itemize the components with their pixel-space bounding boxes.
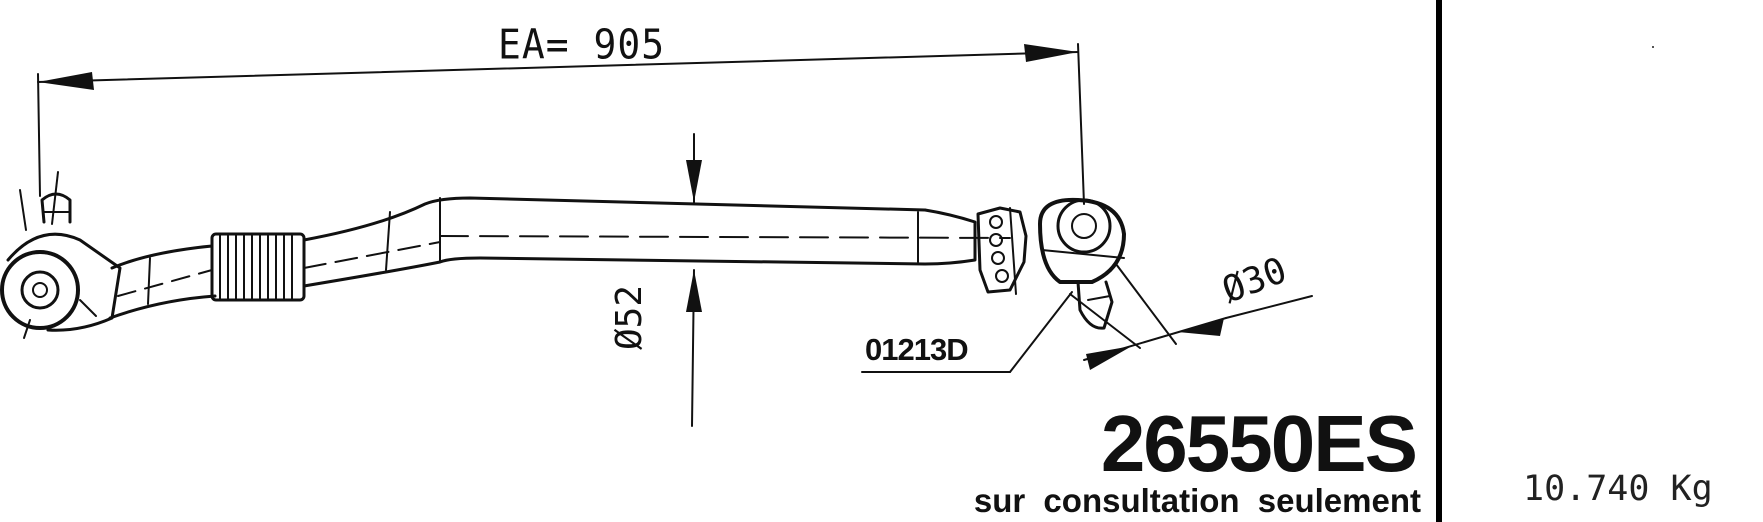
right-ball-joint	[1038, 197, 1126, 330]
tube-diameter-label: Ø52	[609, 284, 650, 350]
clamp-leader	[861, 291, 1073, 373]
center-distance-label: EA= 905	[498, 20, 666, 69]
threaded-section	[210, 232, 306, 302]
tube-diameter-dimension	[686, 133, 702, 427]
part-number: 26550ES	[1100, 399, 1418, 488]
panel-divider	[1436, 0, 1442, 522]
ea-dimension-line	[37, 43, 1085, 205]
clamp-reference-label: 01213D	[865, 332, 969, 367]
weight-value: 10.740 Kg	[1523, 469, 1713, 509]
tube-bend	[108, 244, 217, 320]
availability-note: sur consultation seulement	[973, 482, 1421, 519]
scan-speck	[1652, 46, 1654, 48]
left-ball-joint	[0, 171, 122, 339]
right-clamp	[976, 206, 1028, 295]
main-tube	[302, 196, 1011, 288]
ball-pin-diameter-dimension	[1069, 263, 1313, 370]
